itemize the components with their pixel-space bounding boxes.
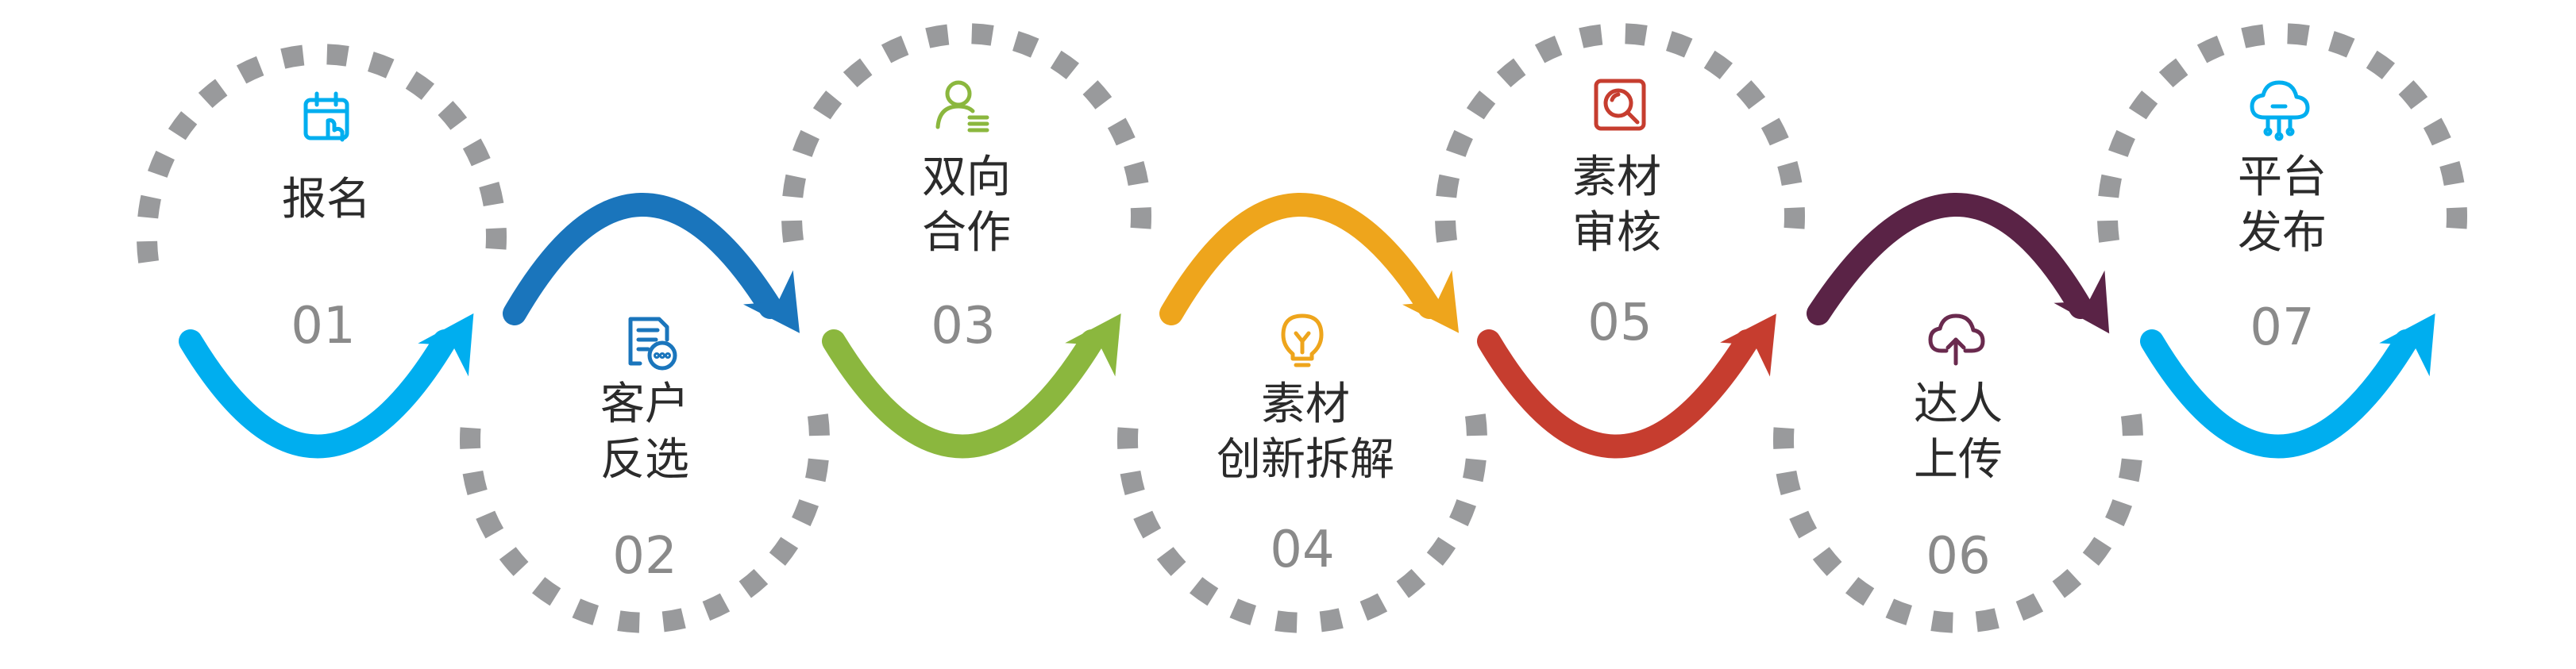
arrow-6-head (2053, 270, 2110, 334)
calendar-click-icon (303, 91, 349, 142)
step-7: 平台 发布 07 (2238, 80, 2327, 357)
arrow-7-head (2379, 313, 2435, 377)
arrow-7-body (2140, 329, 2418, 459)
document-chat-icon (628, 317, 677, 371)
arrow-4-head (1402, 270, 1460, 333)
step-5-label-line-1: 素材 (1572, 152, 1661, 203)
user-list-icon (935, 80, 989, 133)
step-4-number: 04 (1270, 521, 1334, 579)
dashed-ring-3 (781, 23, 1151, 243)
step-2: 客户 反选 02 (600, 317, 689, 586)
magnifier-review-icon (1594, 79, 1646, 131)
arrow-2-head (743, 270, 800, 333)
arrow-5-head (1720, 313, 1776, 377)
arrow-4-body (1159, 193, 1441, 325)
arrow-3-body (822, 329, 1104, 459)
step-4: 素材 创新拆解 04 (1217, 313, 1394, 579)
dashed-ring-2 (460, 413, 830, 633)
step-1-number: 01 (291, 297, 355, 356)
cloud-upload-icon (1928, 313, 1985, 366)
step-5-number: 05 (1587, 294, 1652, 352)
step-6-label-line-1: 达人 (1914, 379, 2003, 430)
arrow-3-head (1065, 313, 1121, 377)
step-7-label-line-1: 平台 (2238, 152, 2327, 203)
step-2-label-line-2: 反选 (600, 434, 689, 486)
step-4-label-line-2: 创新拆解 (1217, 434, 1394, 486)
step-6-label-line-2: 上传 (1914, 434, 2003, 486)
dashed-ring-6 (1773, 413, 2143, 633)
step-1: 报名 01 (282, 91, 371, 356)
dashed-ring-1 (137, 44, 507, 263)
cloud-network-icon (2250, 80, 2310, 141)
step-7-number: 07 (2250, 298, 2314, 357)
step-1-label-line-1: 报名 (282, 174, 371, 225)
lightbulb-icon (1281, 313, 1324, 367)
step-2-label-line-1: 客户 (600, 379, 689, 430)
step-5-label-line-2: 审核 (1572, 207, 1661, 259)
step-6: 达人 上传 06 (1914, 313, 2003, 586)
arrow-2-body (503, 193, 782, 325)
arrow-5-body (1477, 329, 1759, 459)
step-3: 双向 合作 03 (922, 80, 1011, 356)
flow-arrows (179, 193, 2435, 459)
step-6-number: 06 (1926, 527, 1990, 586)
dashed-ring-4 (1117, 413, 1487, 633)
step-7-label-line-2: 发布 (2238, 207, 2327, 259)
step-4-label-line-1: 素材 (1261, 379, 1350, 430)
arrow-6-body (1807, 193, 2092, 325)
step-3-number: 03 (931, 297, 995, 356)
dashed-ring-7 (2097, 23, 2467, 243)
step-3-label-line-1: 双向 (922, 152, 1011, 203)
step-5: 素材 审核 05 (1572, 79, 1661, 352)
step-3-label-line-2: 合作 (922, 207, 1011, 259)
arrow-1-head (418, 313, 474, 377)
dashed-rings (137, 23, 2467, 633)
dashed-ring-5 (1435, 23, 1805, 243)
arrow-1-body (179, 329, 457, 459)
step-2-number: 02 (612, 527, 677, 586)
